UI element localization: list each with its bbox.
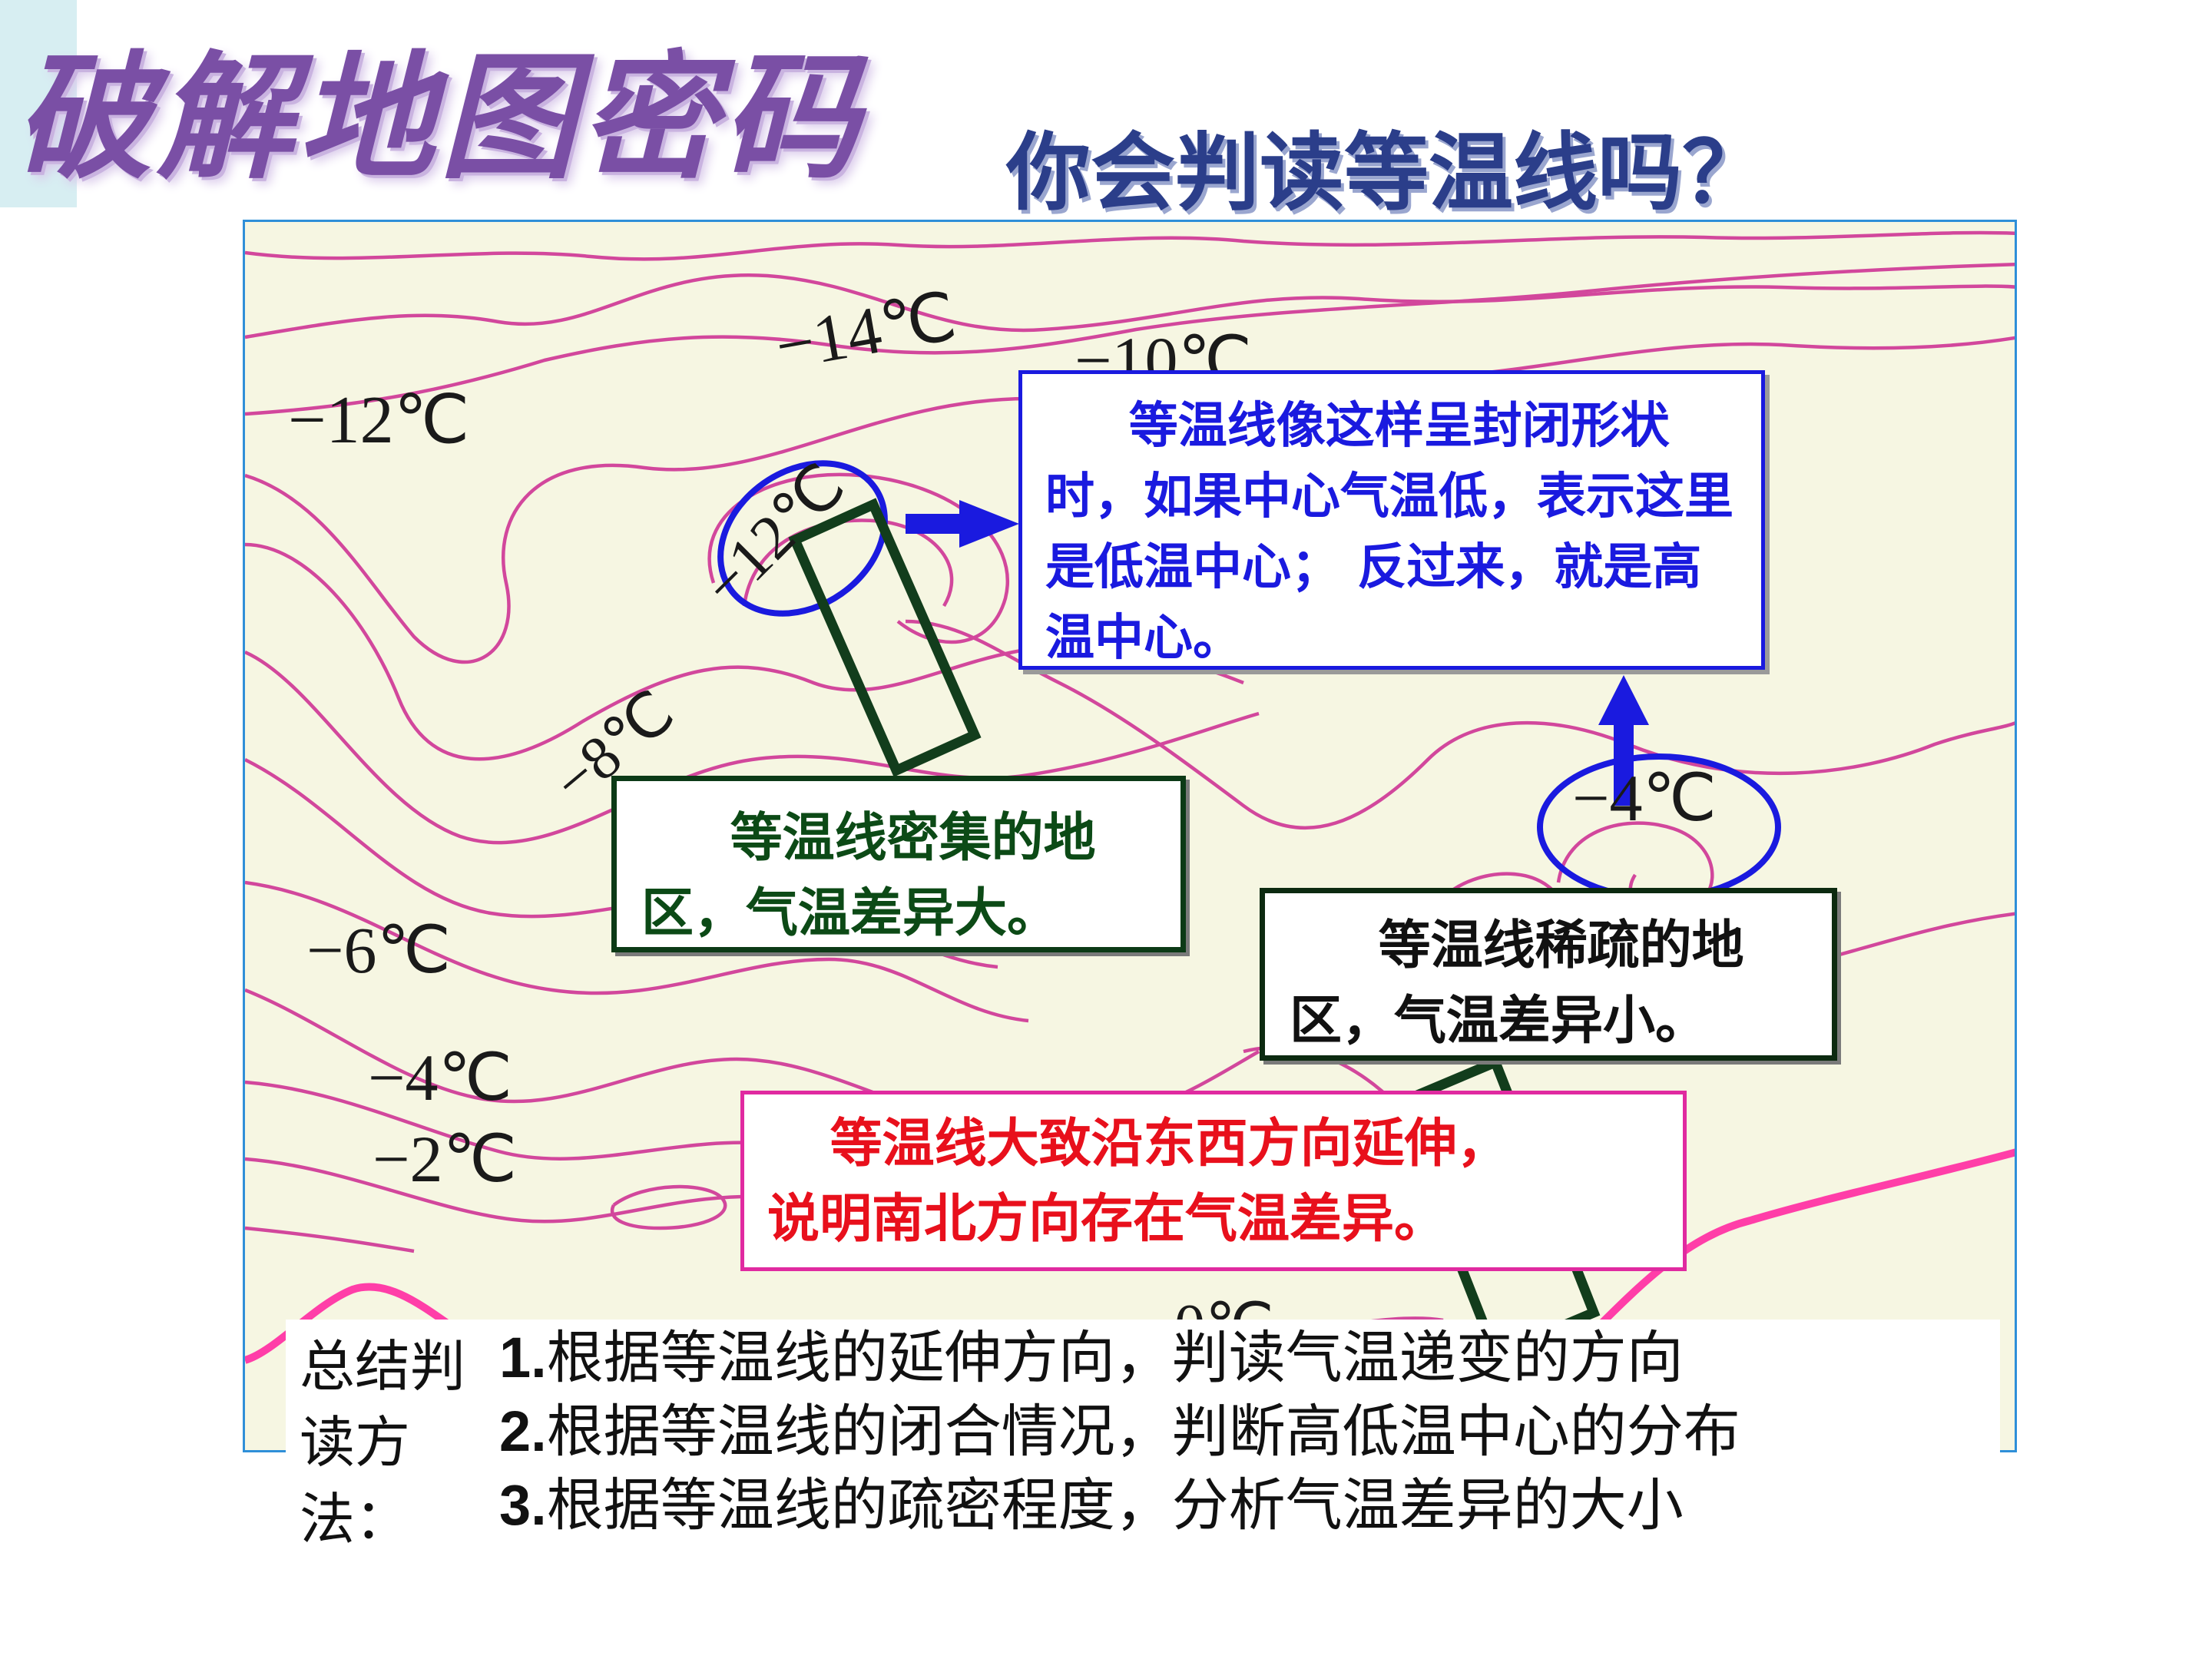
slide-question: 你会判读等温线吗？ xyxy=(1006,124,1767,222)
dense-region-rect xyxy=(788,498,982,777)
isotherm-line xyxy=(245,273,2015,339)
closed-center-text: 等温线像这样呈封闭形状时，如果中心气温低，表示这里是低温中心； 反过来，就是高温… xyxy=(1045,398,1734,667)
isotherm-label: −4℃ xyxy=(1572,761,1717,835)
banner-title: 破解地图密码 xyxy=(15,38,863,197)
dense-text: 等温线密集的地区，气温差异大。 xyxy=(641,808,1096,944)
isotherm-line xyxy=(245,650,1260,845)
isotherm-label: −4℃ xyxy=(368,1041,513,1114)
isotherm-lines xyxy=(245,230,2015,1440)
direction-line-2: 说明南北方向存在气温差异。 xyxy=(767,1188,1447,1250)
sparse-text: 等温线稀疏的地区，气温差异小。 xyxy=(1290,916,1744,1051)
dense-callout: 等温线密集的地区，气温差异大。 xyxy=(611,776,1186,952)
isotherm-line xyxy=(245,230,2015,261)
summary-item: 1.根据等温线的延伸方向，判读气温递变的方向 xyxy=(499,1325,1684,1391)
direction-line-1: 等温线大致沿东西方向延伸， xyxy=(830,1114,1509,1174)
isotherm-line xyxy=(245,880,1029,1023)
summary-panel xyxy=(286,1320,2000,1535)
closed-center-callout: 等温线像这样呈封闭形状时，如果中心气温低，表示这里是低温中心； 反过来，就是高温… xyxy=(1018,370,1765,670)
summary-heading: 总结判读方法： xyxy=(300,1334,466,1551)
summary-item: 3.根据等温线的疏密程度，分析气温差异的大小 xyxy=(499,1472,1684,1538)
isotherm-line xyxy=(905,619,2015,830)
summary-item: 2.根据等温线的闭合情况，判断高低温中心的分布 xyxy=(499,1399,1740,1465)
arrow-up-icon xyxy=(1598,675,1649,806)
isotherm-line xyxy=(610,1184,727,1230)
isotherm-label: −6℃ xyxy=(306,913,452,987)
low-center-ellipse xyxy=(717,460,888,617)
direction-callout: 等温线大致沿东西方向延伸， 说明南北方向存在气温差异。 xyxy=(740,1091,1687,1271)
isotherm-label: −12℃ xyxy=(288,383,470,458)
sparse-callout: 等温线稀疏的地区，气温差异小。 xyxy=(1260,888,1837,1061)
isotherm-line xyxy=(245,336,2015,664)
summary-list: 1.根据等温线的延伸方向，判读气温递变的方向 2.根据等温线的闭合情况，判断高低… xyxy=(499,1321,1740,1542)
arrow-right-icon xyxy=(906,500,1019,548)
banner-corner xyxy=(0,0,77,207)
isotherm-label: −2℃ xyxy=(373,1122,518,1196)
isotherm-line xyxy=(245,262,2015,416)
isotherm-line xyxy=(245,1226,415,1253)
